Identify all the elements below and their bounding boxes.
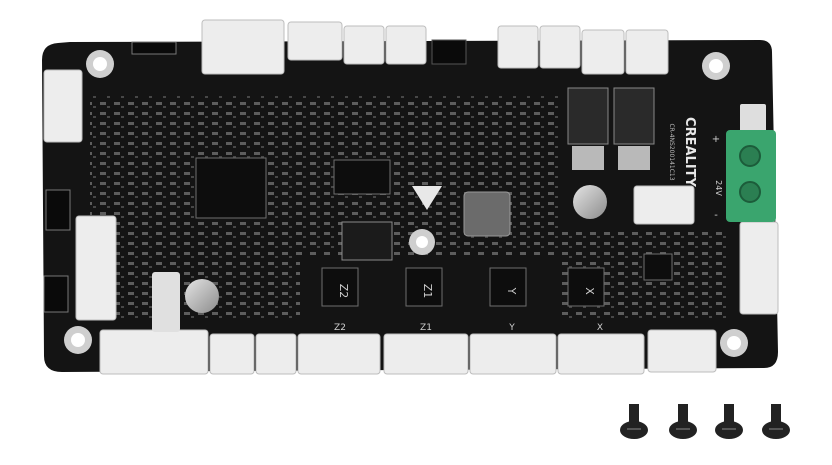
connector: [75, 215, 117, 321]
ic-chip: [333, 159, 391, 195]
inductor: [463, 191, 511, 237]
connector: [297, 333, 381, 375]
screw: [620, 404, 648, 439]
terminal-header: [740, 104, 766, 134]
regulator-chip: [341, 221, 393, 261]
connector: [539, 25, 581, 69]
connector: [255, 333, 297, 375]
connector: [497, 25, 539, 69]
capacitors: [152, 185, 607, 332]
driver-label: Z2: [337, 284, 350, 299]
mounting-hole-center: [93, 57, 107, 71]
brand-label: CREALITY: [682, 117, 697, 187]
terminal-body: [726, 130, 776, 222]
left-connectors: [43, 69, 117, 321]
mounting-hole-center: [727, 336, 741, 350]
pcb-board: CREALITY CR-4NS200141C13 24V + - Z2 Z1 Y…: [42, 19, 779, 375]
mcu-chip: [195, 157, 267, 219]
power-label: 24V: [714, 180, 723, 196]
connector: [469, 333, 557, 375]
connector: [209, 333, 255, 375]
screws: [620, 404, 790, 439]
chips: [195, 87, 673, 307]
driver-chip: [489, 267, 527, 307]
bottom-labels: Z2 Z1 Y X: [334, 323, 603, 333]
connector: [99, 329, 209, 375]
mounting-hole-center: [709, 59, 723, 73]
pin-header: [45, 189, 71, 231]
pin-header: [43, 275, 69, 313]
screw: [715, 404, 743, 439]
connector: [625, 29, 669, 75]
connector: [287, 21, 343, 61]
mosfet: [613, 87, 655, 145]
driver-label: Y: [505, 287, 518, 295]
connector: [43, 69, 83, 143]
mosfet-tab: [618, 146, 650, 170]
connector: [581, 29, 625, 75]
driver-chip: [567, 267, 605, 307]
top-connectors: [131, 19, 669, 75]
bottom-connectors: [99, 329, 717, 375]
mounting-holes: [64, 50, 748, 357]
capacitor: [573, 185, 607, 219]
connector: [557, 333, 645, 375]
driver-chip: [405, 267, 443, 307]
connector: [647, 329, 717, 373]
power-terminal-block: [726, 104, 776, 222]
connector: [633, 185, 695, 225]
connector: [383, 333, 469, 375]
power-plus: +: [712, 134, 720, 145]
slide-switch: [152, 272, 180, 332]
driver-chip: [321, 267, 359, 307]
mounting-hole-center: [71, 333, 85, 347]
model-label: CR-4NS200141C13: [668, 123, 675, 180]
screw: [762, 404, 790, 439]
warning-icon: [412, 186, 442, 210]
connector: [201, 19, 285, 75]
terminal-screw: [739, 181, 761, 203]
mosfet: [567, 87, 609, 145]
driver-labels: Z2 Z1 Y X: [337, 284, 596, 299]
connector: [385, 25, 427, 65]
jumper-header: [431, 39, 467, 65]
port-label: Y: [508, 323, 515, 333]
ic-chip: [643, 253, 673, 281]
header-pins: [131, 41, 177, 55]
driver-label: Z1: [421, 284, 434, 299]
port-label: Z1: [420, 323, 432, 333]
port-label: X: [597, 323, 603, 333]
driver-label: X: [583, 287, 596, 295]
mounting-hole-center: [416, 236, 428, 248]
capacitor: [185, 279, 219, 313]
port-label: Z2: [334, 323, 346, 333]
screw: [669, 404, 697, 439]
terminal-screw: [739, 145, 761, 167]
mosfet-tab: [572, 146, 604, 170]
right-connectors: [633, 185, 779, 315]
connector: [343, 25, 385, 65]
power-minus: -: [714, 210, 718, 221]
connector: [739, 221, 779, 315]
